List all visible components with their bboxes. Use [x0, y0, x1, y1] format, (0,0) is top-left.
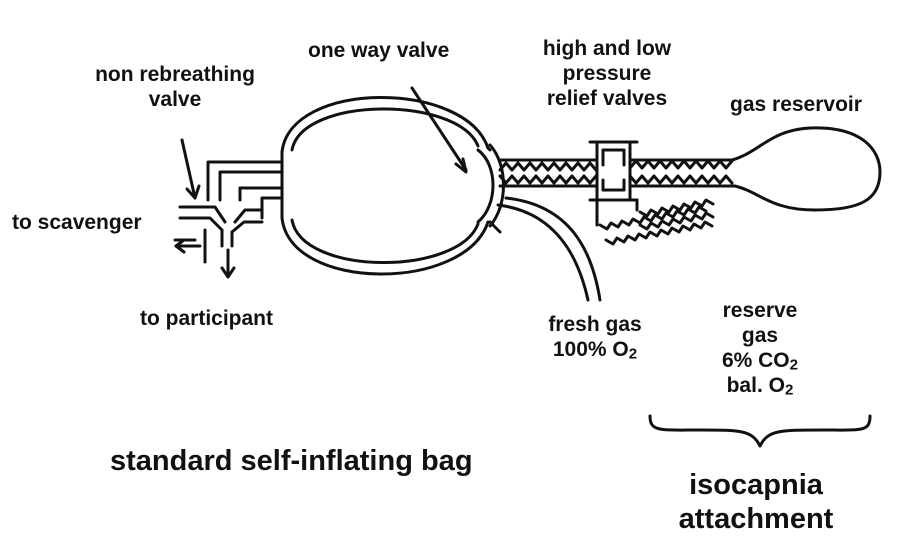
- caption-standard-bag: standard self-inflating bag: [110, 445, 473, 477]
- caption-isocapnia-attachment: isocapnia attachment: [678, 469, 834, 535]
- label-pressure-relief-valves: high and low pressure relief valves: [542, 37, 672, 110]
- corrugated-tube-left: [498, 158, 599, 188]
- corrugated-tube-right: [628, 158, 737, 188]
- pressure-relief-valves: [588, 140, 639, 202]
- label-to-participant: to participant: [140, 307, 274, 330]
- label-to-scavenger: to scavenger: [12, 211, 142, 234]
- one-way-valve: [476, 143, 505, 234]
- label-one-way-valve: one way valve: [308, 39, 450, 62]
- non-rebreathing-valve: [173, 205, 264, 264]
- flow-arrows: [174, 86, 468, 279]
- label-gas-reservoir: gas reservoir: [730, 93, 862, 116]
- label-non-rebreathing-valve: non rebreathing valve: [95, 63, 255, 111]
- self-inflating-bag: [280, 96, 490, 276]
- gas-reservoir-bag: [730, 126, 882, 212]
- reserve-gas-lines: [595, 198, 715, 246]
- isocapnia-brace: [648, 414, 872, 448]
- label-fresh-gas: fresh gas 100% O2: [548, 313, 642, 363]
- fresh-gas-line: [496, 196, 602, 302]
- label-reserve-gas: reserve gas 6% CO2 bal. O2: [721, 299, 799, 399]
